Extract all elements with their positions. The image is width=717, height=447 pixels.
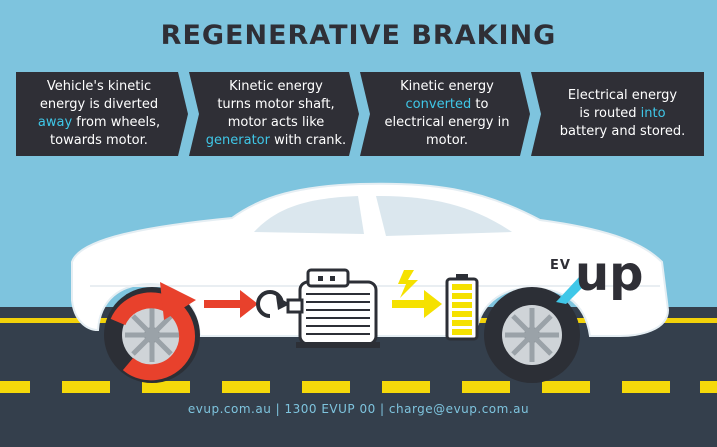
page-title: REGENERATIVE BRAKING bbox=[160, 20, 557, 51]
battery-icon bbox=[445, 274, 479, 341]
step-2-line-4: generator with crank. bbox=[206, 132, 346, 150]
step-2-line-1: Kinetic energy bbox=[229, 79, 323, 94]
step-3-line-1: Kinetic energy bbox=[400, 79, 494, 94]
step-3-line-3: electrical energy in bbox=[384, 115, 510, 130]
step-4-line-2-start: is routed bbox=[579, 106, 641, 121]
car-body bbox=[71, 182, 670, 337]
step-4: Electrical energy is routed into battery… bbox=[531, 72, 704, 156]
step-1-line-2: energy is diverted bbox=[39, 97, 159, 112]
step-1-highlight: away bbox=[37, 115, 73, 130]
step-2-line-4-rest: with crank. bbox=[269, 133, 347, 148]
process-steps: Vehicle's kinetic energy is diverted awa… bbox=[16, 72, 704, 156]
step-3-line-4: motor. bbox=[426, 133, 468, 148]
front-wheel bbox=[484, 287, 580, 383]
logo-swoosh bbox=[556, 276, 586, 304]
step-4-highlight: into bbox=[640, 106, 666, 121]
step-2-highlight: generator bbox=[205, 133, 270, 148]
logo-up: up bbox=[575, 246, 644, 302]
step-4-line-1: Electrical energy bbox=[567, 88, 678, 103]
step-3: Kinetic energy converted to electrical e… bbox=[360, 72, 530, 156]
rotation-arrow-icon bbox=[110, 282, 196, 381]
step-3-line-2: converted to bbox=[385, 96, 510, 114]
step-4-line-2: is routed into bbox=[560, 105, 685, 123]
kinetic-arrow-icon bbox=[204, 290, 258, 318]
step-2-line-2: turns motor shaft, bbox=[217, 97, 335, 112]
car-rear-window bbox=[254, 196, 364, 234]
car-front-window bbox=[376, 196, 512, 236]
step-1-line-3-rest: from wheels, bbox=[72, 115, 161, 130]
step-1: Vehicle's kinetic energy is diverted awa… bbox=[16, 72, 188, 156]
step-2: Kinetic energy turns motor shaft, motor … bbox=[189, 72, 359, 156]
step-1-line-1: Vehicle's kinetic bbox=[46, 79, 152, 94]
step-2-line-3: motor acts like bbox=[227, 115, 325, 130]
step-1-line-4: towards motor. bbox=[50, 133, 148, 148]
step-3-highlight: converted bbox=[405, 97, 472, 112]
logo-ev: EV bbox=[550, 258, 571, 273]
step-4-line-3: battery and stored. bbox=[559, 124, 686, 139]
motor-icon bbox=[286, 268, 380, 348]
lightning-icon bbox=[398, 270, 418, 298]
lane-dashes bbox=[0, 381, 717, 393]
step-3-line-2-rest: to bbox=[471, 97, 489, 112]
step-1-line-3: away from wheels, bbox=[38, 114, 160, 132]
electric-arrow-icon bbox=[392, 290, 442, 318]
footer-contact: evup.com.au | 1300 EVUP 00 | charge@evup… bbox=[187, 402, 530, 416]
crank-icon bbox=[256, 290, 290, 318]
